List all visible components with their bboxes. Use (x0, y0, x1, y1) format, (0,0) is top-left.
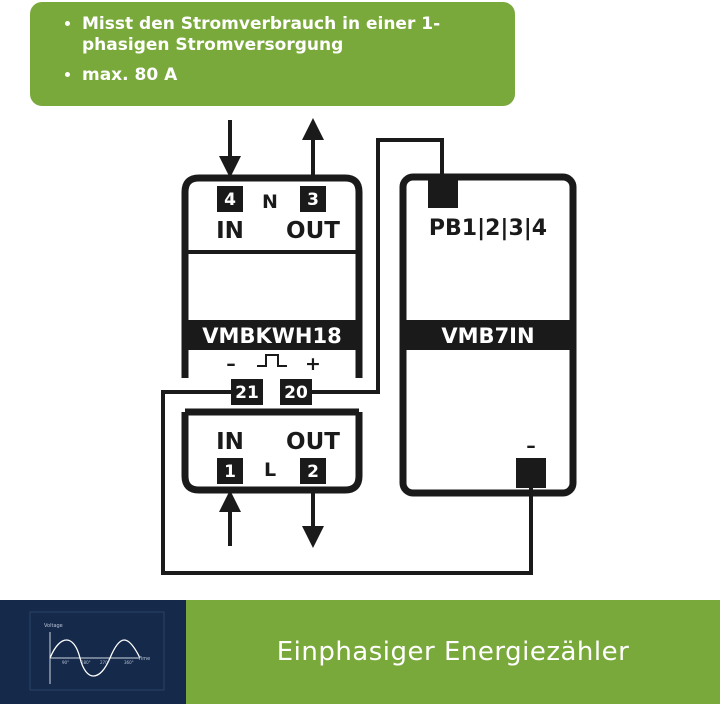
out-bottom-label: OUT (286, 429, 340, 455)
product-title: Einphasiger Energiezähler (276, 637, 630, 667)
terminal-3 (300, 186, 326, 212)
terminal-4 (217, 186, 243, 212)
terminal-21-label: 21 (235, 383, 259, 403)
sine-curve (49, 639, 141, 677)
terminal-3-label: 3 (307, 190, 319, 210)
inputs-label: PB1|2|3|4 (429, 216, 547, 241)
line-label: L (264, 459, 276, 481)
thumbnail-xlabel: Time (137, 656, 150, 662)
wiring-diagram: VMBKWH18 4 3 N IN OUT – + 21 20 IN OUT 1… (161, 118, 577, 575)
tick-90: 90° (62, 660, 69, 665)
module-model-label: VMB7IN (441, 324, 534, 348)
meter-vmbkwh18: VMBKWH18 4 3 N IN OUT – + 21 20 IN OUT 1… (181, 174, 363, 494)
arrow-up-icon (219, 490, 241, 512)
terminal-4-label: 4 (224, 190, 236, 210)
terminal-2 (300, 458, 326, 484)
tick-360: 360° (124, 660, 134, 665)
tick-180: 180° (81, 660, 91, 665)
pulse-minus-label: – (226, 353, 236, 375)
feature-box: Misst den Stromverbrauch in einer 1-phas… (30, 2, 515, 106)
terminal-21 (231, 379, 263, 405)
feature-item-max-current: max. 80 A (82, 65, 495, 86)
out-top-label: OUT (286, 218, 340, 244)
terminal-pb (428, 178, 458, 208)
meter-model-label: VMBKWH18 (202, 324, 341, 348)
terminal-20 (280, 379, 312, 405)
wire-pulse-minus (161, 390, 533, 575)
in-bottom-label: IN (216, 429, 244, 455)
thumbnail-ylabel: Voltage (44, 623, 63, 629)
terminal-20-label: 20 (284, 383, 308, 403)
module-minus-label: – (526, 435, 536, 457)
terminal-minus (516, 458, 546, 488)
wire-pulse-plus (296, 138, 444, 394)
pulse-plus-label: + (305, 353, 321, 375)
terminal-1-label: 1 (224, 462, 236, 482)
feature-item-measure: Misst den Stromverbrauch in einer 1-phas… (82, 14, 495, 56)
tick-270: 270° (100, 660, 110, 665)
in-top-label: IN (216, 218, 244, 244)
sine-wave-thumbnail: Voltage 90° 180° 270° 360° Time (29, 611, 165, 691)
pulse-icon (257, 354, 287, 367)
sine-thumbnail-panel: Voltage 90° 180° 270° 360° Time (0, 600, 186, 704)
footer-banner: Einphasiger Energiezähler (186, 600, 720, 704)
arrow-up-icon (302, 118, 324, 140)
terminal-1 (217, 458, 243, 484)
module-vmb7in: VMB7IN PB1|2|3|4 – (399, 173, 577, 497)
neutral-label: N (262, 191, 278, 213)
arrow-down-icon (302, 526, 324, 548)
arrow-down-icon (219, 156, 241, 178)
feature-list: Misst den Stromverbrauch in einer 1-phas… (64, 14, 495, 86)
terminal-2-label: 2 (307, 462, 319, 482)
